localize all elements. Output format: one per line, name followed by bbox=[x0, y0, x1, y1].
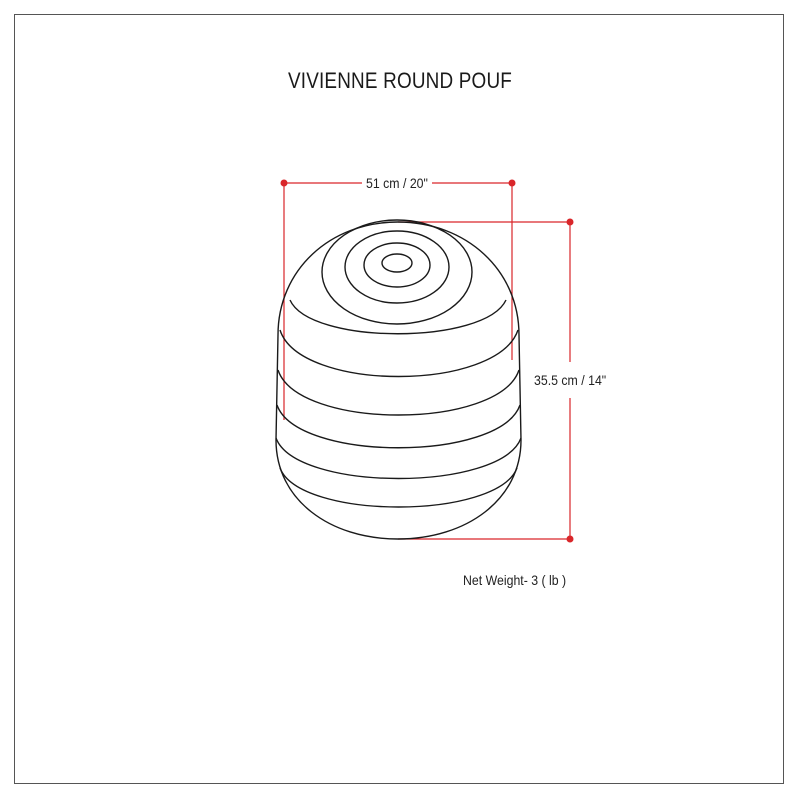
height-dimension bbox=[398, 218, 574, 543]
pouf-body bbox=[275, 219, 522, 540]
width-dimension bbox=[280, 179, 516, 420]
drawing-frame bbox=[14, 14, 784, 784]
width-label: 51 cm / 20" bbox=[366, 175, 428, 191]
height-label: 35.5 cm / 14" bbox=[534, 372, 607, 388]
product-title: VIVIENNE ROUND POUF bbox=[287, 68, 513, 93]
net-weight-label: Net Weight- 3 ( lb ) bbox=[463, 572, 567, 588]
